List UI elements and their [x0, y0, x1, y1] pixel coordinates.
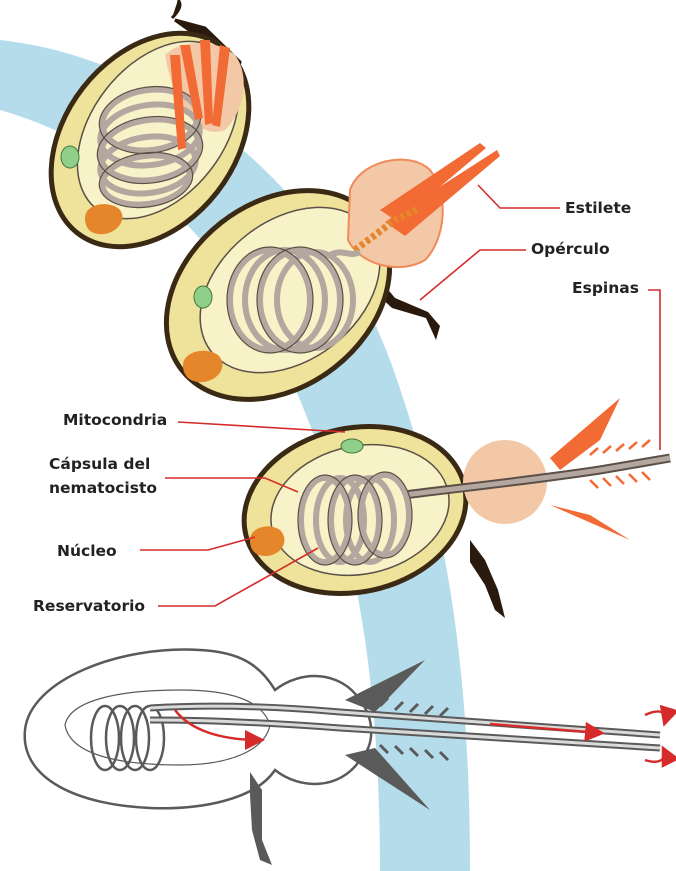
stage-4-operculum [250, 772, 272, 865]
label-espinas: Espinas [572, 279, 639, 297]
label-reservatorio: Reservatorio [33, 597, 145, 615]
stage-4-arrow-tip-top [645, 711, 666, 722]
leader-estilete [478, 185, 560, 208]
label-estilete: Estilete [565, 199, 631, 217]
stage-4-inner-wall [65, 690, 270, 765]
label-mitocondria: Mitocondria [63, 411, 167, 429]
label-capsula-line2: nematocisto [49, 479, 157, 497]
stage-2-mitochondrion [194, 286, 212, 308]
leader-nucleo [140, 537, 255, 550]
stage-3-mitochondrion [341, 439, 363, 453]
stage-4-arrow-tip-bottom [645, 750, 665, 762]
leader-espinas [648, 290, 660, 450]
label-capsula-line1: Cápsula del [49, 455, 150, 473]
label-operculo: Opérculo [531, 240, 610, 258]
label-nucleo: Núcleo [57, 542, 117, 560]
stage-1-mitochondrion [61, 146, 79, 168]
leader-operculo [420, 250, 526, 300]
stage-3-operculum [470, 540, 505, 618]
